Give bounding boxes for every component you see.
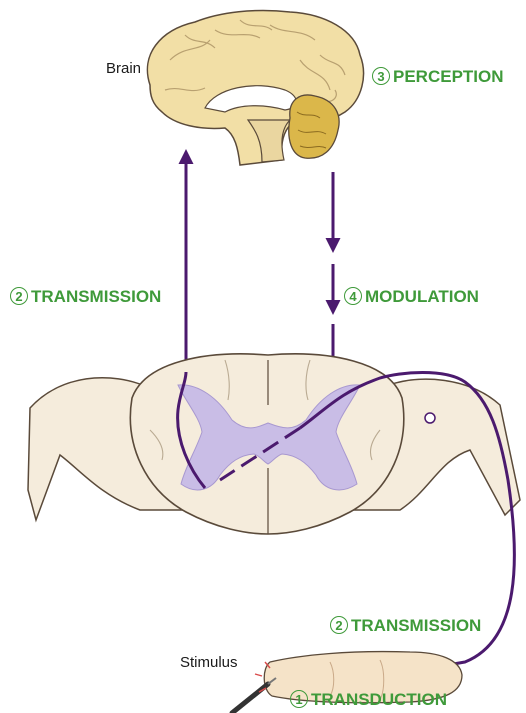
step-number-badge: 2 (10, 287, 28, 305)
transmission-step-label-upper: 2 TRANSMISSION (10, 287, 161, 305)
step-number-badge: 1 (290, 690, 308, 708)
step-label-text: MODULATION (365, 288, 479, 305)
step-label-text: PERCEPTION (393, 68, 504, 85)
step-number-badge: 2 (330, 616, 348, 634)
brain-label: Brain (106, 61, 141, 76)
step-label-text: TRANSMISSION (351, 617, 481, 634)
step-label-text: TRANSDUCTION (311, 691, 447, 708)
stimulus-label: Stimulus (180, 655, 238, 670)
dorsal-root-ganglion (425, 413, 435, 423)
step-number-badge: 3 (372, 67, 390, 85)
brain-illustration (147, 10, 363, 165)
perception-step-label: 3 PERCEPTION (372, 67, 504, 85)
step-label-text: TRANSMISSION (31, 288, 161, 305)
modulation-step-label: 4 MODULATION (344, 287, 479, 305)
transduction-step-label: 1 TRANSDUCTION (290, 690, 447, 708)
step-number-badge: 4 (344, 287, 362, 305)
transmission-step-label-lower: 2 TRANSMISSION (330, 616, 481, 634)
